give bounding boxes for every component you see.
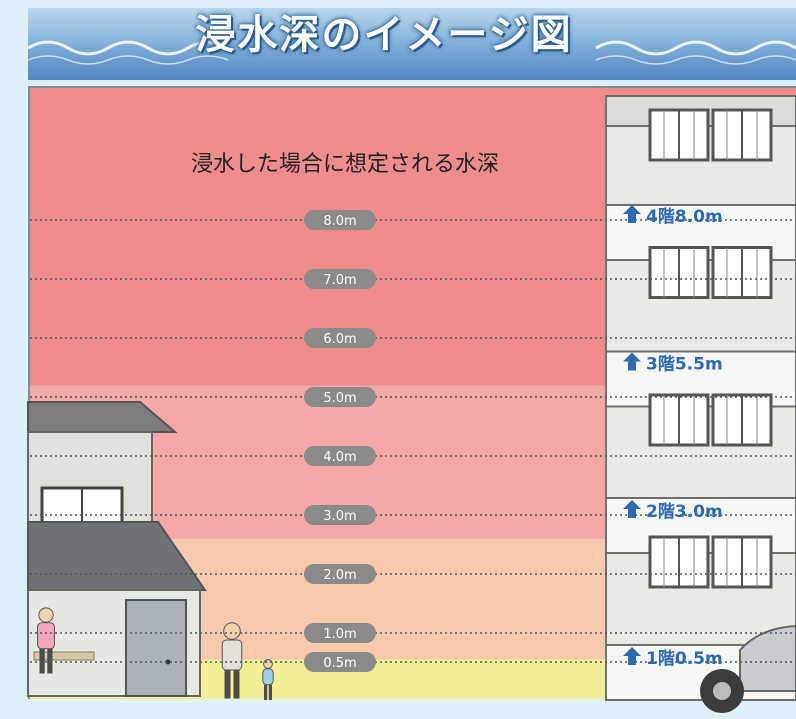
depth-label-pill	[304, 505, 376, 525]
floor-depth-label: 1階0.5m	[646, 649, 723, 669]
page-title: 浸水深のイメージ図	[195, 12, 573, 58]
door-knob	[165, 659, 171, 665]
depth-label-pill	[304, 652, 376, 672]
house-upper-roof	[27, 401, 178, 433]
diagram-subtitle: 浸水した場合に想定される水深	[191, 152, 499, 177]
depth-label-pill	[304, 623, 376, 643]
wave-decoration-right	[595, 40, 796, 56]
depth-diagram: 浸水した場合に想定される水深 8.0m 7.0m 6.0m 5.0m 4.0m 3.0m 2.…	[27, 86, 796, 713]
depth-label-pill	[304, 210, 376, 230]
child-figure	[262, 659, 274, 700]
up-arrow-icon	[623, 352, 641, 371]
depth-label-pill	[304, 446, 376, 466]
up-arrow-icon	[623, 205, 641, 223]
depth-label: 6.0m	[323, 332, 356, 347]
balcony-rail	[33, 651, 95, 661]
up-arrow-icon	[623, 647, 641, 665]
floor-depth-label: 3階5.5m	[646, 355, 723, 375]
house-lower-roof	[27, 521, 207, 591]
depth-label: 5.0m	[323, 391, 356, 406]
depth-label-pill	[304, 328, 376, 348]
depth-label: 3.0m	[323, 509, 356, 524]
depth-label: 2.0m	[323, 568, 356, 583]
floor-depth-label: 4階8.0m	[646, 207, 723, 227]
depth-label: 7.0m	[323, 273, 356, 288]
depth-label-pill	[304, 564, 376, 584]
depth-label: 4.0m	[323, 450, 356, 465]
house-door	[125, 599, 187, 697]
floor-depth-label: 2階3.0m	[646, 502, 723, 522]
depth-label: 0.5m	[323, 656, 356, 671]
depth-label: 1.0m	[323, 627, 356, 642]
woman-figure	[37, 607, 55, 674]
depth-label-pill	[304, 387, 376, 407]
title-banner	[28, 8, 796, 80]
depth-label: 8.0m	[323, 214, 356, 229]
up-arrow-icon	[623, 500, 641, 518]
depth-label-pill	[304, 269, 376, 289]
wave-decoration-left	[28, 40, 229, 56]
